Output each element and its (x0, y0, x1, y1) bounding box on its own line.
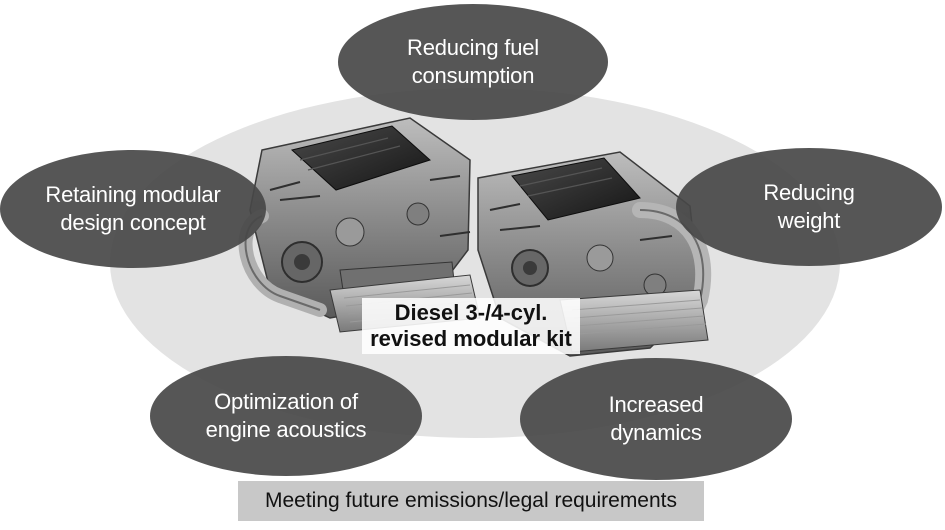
goal-label: Reducing weight (763, 180, 855, 233)
engine-right (477, 151, 712, 357)
goal-label: Optimization of engine acoustics (205, 389, 367, 442)
goal-reducing-fuel-consumption: Reducing fuel consumption (338, 4, 608, 120)
goal-retaining-modular-design: Retaining modular design concept (0, 150, 266, 268)
goal-increased-dynamics: Increased dynamics (520, 358, 792, 480)
goal-engine-acoustics: Optimization of engine acoustics (150, 356, 422, 476)
footer-banner: Meeting future emissions/legal requireme… (238, 481, 704, 521)
center-label: Diesel 3-/4-cyl. revised modular kit (362, 298, 580, 354)
goal-reducing-weight: Reducing weight (676, 148, 942, 266)
goal-label: Increased dynamics (608, 392, 704, 445)
footer-text: Meeting future emissions/legal requireme… (264, 489, 678, 512)
goal-label: Retaining modular design concept (45, 182, 221, 235)
goal-label: Reducing fuel consumption (407, 35, 539, 88)
